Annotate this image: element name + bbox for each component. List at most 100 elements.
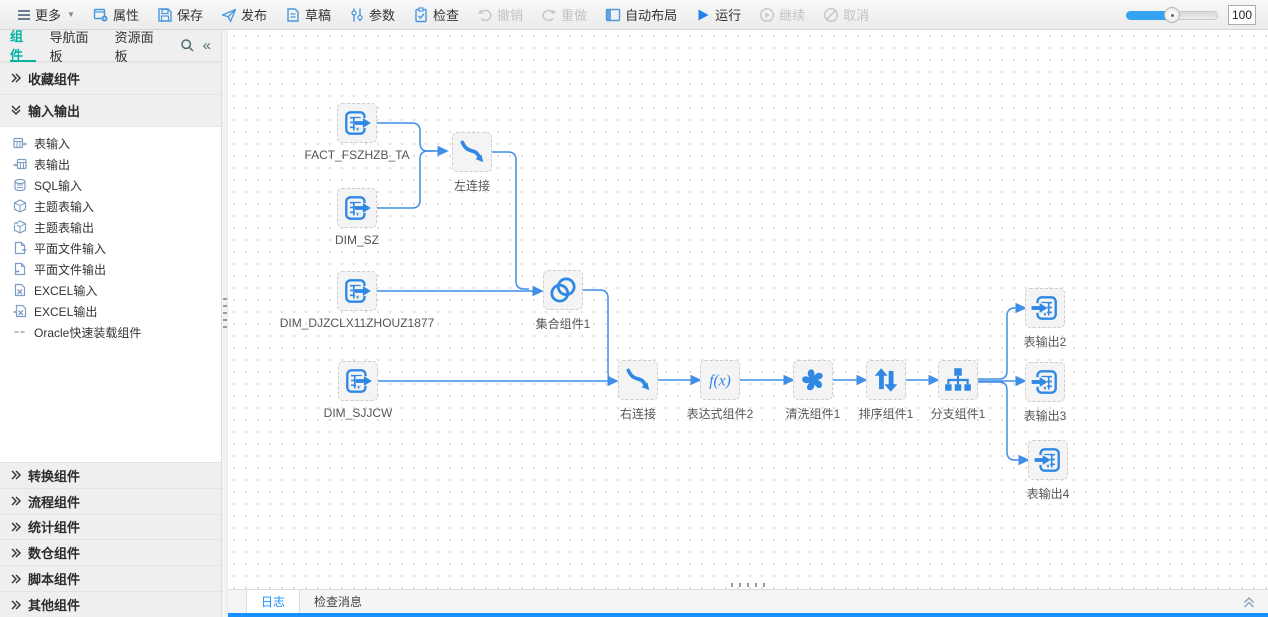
excel-output-icon xyxy=(13,305,27,318)
node-sort[interactable]: 排序组件1 xyxy=(859,360,913,421)
node-tile xyxy=(338,361,378,401)
publish-button[interactable]: 发布 xyxy=(212,0,276,30)
join-icon xyxy=(623,365,653,395)
redo-icon xyxy=(542,9,557,21)
tab-check-messages[interactable]: 检查消息 xyxy=(314,595,363,609)
node-set-component[interactable]: 集合组件1 xyxy=(536,270,590,331)
section-other[interactable]: 其他组件 xyxy=(0,591,221,617)
sidebar-tabs: 组件 导航面板 资源面板 « xyxy=(0,29,221,64)
component-subject-table-input[interactable]: 主题表输入 xyxy=(0,196,221,217)
node-table-output-3[interactable]: 表输出3 xyxy=(1024,362,1066,423)
component-table-input[interactable]: 表输入 xyxy=(0,133,221,154)
component-excel-input[interactable]: EXCEL输入 xyxy=(0,280,221,301)
save-button[interactable]: 保存 xyxy=(148,0,212,30)
check-icon xyxy=(415,6,427,22)
sort-icon xyxy=(871,365,901,395)
draft-button[interactable]: 草稿 xyxy=(276,0,340,30)
panel-resize-handle[interactable] xyxy=(731,583,765,587)
params-button[interactable]: 参数 xyxy=(340,0,404,30)
resume-button[interactable]: 继续 xyxy=(750,0,814,30)
node-tile xyxy=(452,132,492,172)
tab-nav-panel[interactable]: 导航面板 xyxy=(49,29,89,64)
subject-table-input-icon xyxy=(13,199,27,213)
params-label: 参数 xyxy=(369,8,396,23)
section-io[interactable]: 输入输出 xyxy=(0,93,221,126)
component-flat-file-input[interactable]: 平面文件输入 xyxy=(0,238,221,259)
node-tile xyxy=(793,360,833,400)
resume-icon xyxy=(760,7,775,22)
section-flow[interactable]: 流程组件 xyxy=(0,487,221,514)
node-branch[interactable]: 分支组件1 xyxy=(931,360,985,421)
redo-button[interactable]: 重做 xyxy=(532,0,596,30)
section-warehouse[interactable]: 数仓组件 xyxy=(0,539,221,565)
component-oracle-loader[interactable]: Oracle快速装载组件 xyxy=(0,322,221,343)
component-table-output[interactable]: 表输出 xyxy=(0,154,221,175)
table-input-icon xyxy=(342,108,372,138)
sidebar-divider xyxy=(222,30,228,617)
zoom-slider-handle[interactable] xyxy=(1164,6,1180,23)
search-icon[interactable] xyxy=(180,38,195,53)
more-label: 更多 xyxy=(35,8,62,23)
tab-log[interactable]: 日志 xyxy=(246,590,301,613)
section-favorites[interactable]: 收藏组件 xyxy=(0,62,221,94)
chevron-double-up-icon xyxy=(1243,596,1255,608)
zoom-slider[interactable] xyxy=(1126,6,1218,23)
node-table-output-4[interactable]: 表输出4 xyxy=(1027,440,1069,501)
node-dim-sjjcw[interactable]: DIM_SJJCW xyxy=(324,361,392,420)
draft-label: 草稿 xyxy=(304,8,331,23)
zoom-input[interactable] xyxy=(1228,4,1256,25)
chevron-right-icon xyxy=(11,470,22,480)
component-sql-input[interactable]: SQL输入 xyxy=(0,175,221,196)
undo-button[interactable]: 撤销 xyxy=(468,0,532,30)
properties-icon xyxy=(93,8,108,21)
tab-resource-panel[interactable]: 资源面板 xyxy=(114,29,154,64)
check-button[interactable]: 检查 xyxy=(404,0,468,30)
flow-edges xyxy=(377,122,1030,466)
node-fact-fszhzb-ta[interactable]: FACT_FSZHZB_TA xyxy=(304,103,410,162)
node-right-join[interactable]: 右连接 xyxy=(618,360,658,421)
more-button[interactable]: 更多 ▼ xyxy=(8,0,84,30)
node-tile xyxy=(1025,288,1065,328)
cancel-button[interactable]: 取消 xyxy=(814,0,878,30)
node-table-output-2[interactable]: 表输出2 xyxy=(1024,288,1066,349)
node-tile xyxy=(1025,362,1065,402)
node-tile xyxy=(1028,440,1068,480)
section-stats[interactable]: 统计组件 xyxy=(0,513,221,540)
table-input-icon xyxy=(13,138,27,149)
chevron-right-icon xyxy=(11,522,22,532)
node-dim-djzclx[interactable]: DIM_DJZCLX11ZHOUZ1877 xyxy=(280,271,434,330)
node-dim-sz[interactable]: DIM_SZ xyxy=(335,188,379,247)
table-input-icon xyxy=(342,276,372,306)
node-clean[interactable]: 清洗组件1 xyxy=(786,360,840,421)
bottom-panel: 日志 检查消息 xyxy=(228,589,1268,617)
component-flat-file-output[interactable]: 平面文件输出 xyxy=(0,259,221,280)
save-icon xyxy=(158,7,172,22)
sidebar-resize-handle[interactable] xyxy=(223,298,227,332)
cancel-label: 取消 xyxy=(843,8,870,23)
component-excel-output[interactable]: EXCEL输出 xyxy=(0,301,221,322)
chevron-down-icon: ▼ xyxy=(67,10,75,19)
run-button[interactable]: 运行 xyxy=(686,0,750,30)
draft-icon xyxy=(287,7,299,22)
clean-icon xyxy=(798,365,828,395)
node-tile xyxy=(938,360,978,400)
chevron-right-icon xyxy=(11,496,22,506)
chevron-right-icon xyxy=(11,600,22,610)
tab-components[interactable]: 组件 xyxy=(10,29,36,63)
node-expression[interactable]: 表达式组件2 xyxy=(687,360,753,421)
node-tile xyxy=(618,360,658,400)
component-subject-table-output[interactable]: 主题表输出 xyxy=(0,217,221,238)
properties-label: 属性 xyxy=(112,8,139,23)
section-script[interactable]: 脚本组件 xyxy=(0,565,221,591)
flow-canvas[interactable]: FACT_FSZHZB_TA 左连接 DIM_SZ DIM_DJZCLX11ZH… xyxy=(228,30,1268,589)
node-left-join[interactable]: 左连接 xyxy=(452,132,492,193)
chevron-right-icon xyxy=(11,548,22,558)
expand-panel-button[interactable] xyxy=(1230,590,1268,613)
properties-button[interactable]: 属性 xyxy=(84,0,148,30)
node-tile xyxy=(543,270,583,310)
section-transform[interactable]: 转换组件 xyxy=(0,461,221,488)
fx-icon xyxy=(705,365,735,395)
chevron-right-icon xyxy=(11,73,22,83)
auto-layout-button[interactable]: 自动布局 xyxy=(596,0,686,30)
collapse-sidebar-icon[interactable]: « xyxy=(202,37,211,54)
